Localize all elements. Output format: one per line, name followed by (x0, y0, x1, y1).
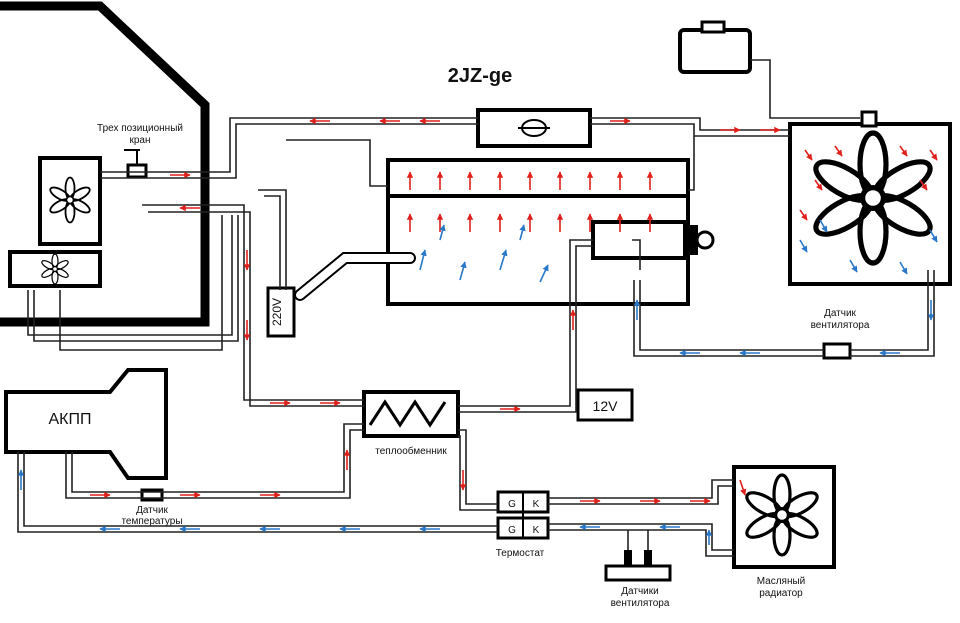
fan-sensor-right-label-1: Датчик (824, 308, 856, 319)
fan-sensors-label-2: вентилятора (611, 598, 670, 609)
flow-arrow (834, 145, 843, 157)
akpp (4, 368, 168, 480)
valve-label-2: кран (129, 135, 150, 146)
cold-flow-arrows (17, 219, 938, 545)
heat-exchanger (362, 390, 460, 438)
fan-sensor-right-label-2: вентилятора (811, 320, 870, 331)
flow-arrow (419, 249, 427, 271)
expansion-tank (678, 28, 752, 74)
heater-220v-label: 220V (270, 298, 284, 326)
fan-sensor-right (822, 342, 852, 360)
flow-arrow (899, 145, 908, 157)
svg-text:K: K (533, 499, 540, 510)
pipes (17, 117, 935, 557)
flow-arrow (849, 259, 858, 273)
flow-arrow (799, 209, 808, 221)
body-wall (0, 1, 210, 327)
temp-sensor (140, 488, 164, 502)
flow-arrow (499, 249, 508, 271)
flow-arrow (929, 229, 938, 243)
three-way-valve (126, 163, 148, 179)
flow-arrow (819, 219, 828, 233)
oil-radiator-label-1: Масляный (757, 576, 806, 587)
flow-arrow (739, 479, 747, 496)
flow-arrow (459, 261, 467, 281)
pump-12v (576, 388, 634, 422)
flow-arrow (929, 149, 938, 161)
heater-220v (266, 286, 296, 338)
temp-sensor-label-1: Датчик (136, 505, 168, 516)
valve-label-1: Трех позиционный (97, 123, 183, 134)
pump-12v-label: 12V (593, 398, 619, 414)
heat-exchanger-label: теплообменник (375, 445, 447, 457)
hot-flow-arrows (90, 117, 938, 505)
svg-text:K: K (533, 525, 540, 536)
fan-sensors-label-1: Датчики (621, 586, 658, 597)
engine-head (386, 158, 690, 198)
svg-text:G: G (508, 525, 516, 536)
flow-arrow (539, 264, 549, 283)
fan-sensors (604, 564, 672, 582)
flow-arrow (804, 149, 813, 161)
svg-text:G: G (508, 499, 516, 510)
thermostat-label: Термостат (496, 548, 545, 559)
flow-arrow (799, 239, 808, 253)
flow-arrow (814, 179, 823, 191)
akpp-label: АКПП (49, 411, 92, 428)
oil-radiator-label-2: радиатор (759, 588, 803, 599)
oil-radiator (732, 465, 836, 569)
flow-arrow (439, 224, 446, 241)
flow-arrow (519, 224, 526, 241)
diagram-title: 2JZ-ge (448, 65, 512, 87)
flow-arrow (899, 261, 908, 275)
temp-sensor-label-2: температуры (121, 516, 182, 527)
flow-arrow (919, 179, 928, 191)
